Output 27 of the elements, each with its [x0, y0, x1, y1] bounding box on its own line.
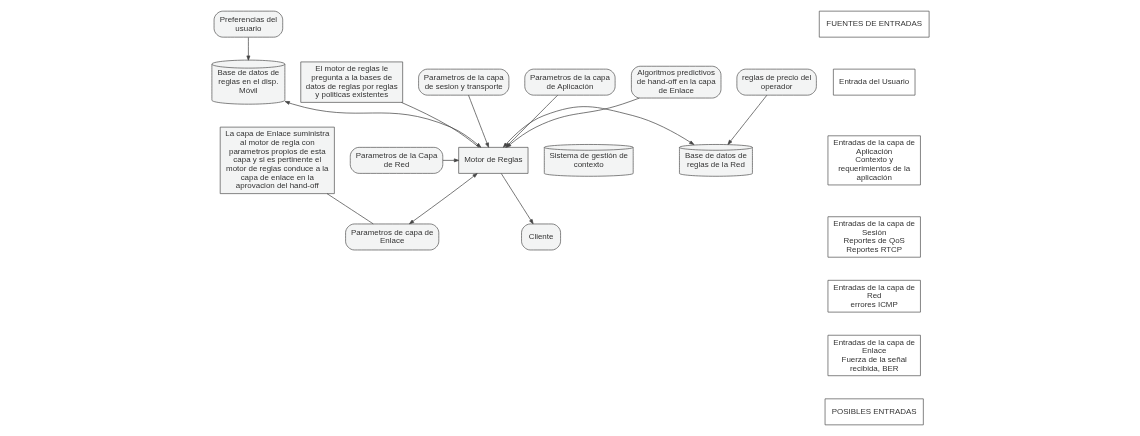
node-box: Entrada del Usuario [832, 68, 915, 96]
node-box: reglas de precio del operador [736, 68, 817, 96]
node-box: Entradas de la capa de Aplicación Contexto y requerimientos de la aplicación [827, 135, 921, 186]
arrow [727, 94, 767, 145]
arrow [408, 173, 478, 225]
node-box: Parametros de capa de Enlace [344, 223, 439, 251]
node-box: Algoritmos predictivos de hand-off en la capa de Enlace [630, 65, 721, 99]
node-box: POSIBLES ENTRADAS [824, 398, 924, 426]
node-box: Preferencias del usuario [213, 10, 283, 38]
node-box: FUENTES DE ENTRADAS [818, 10, 929, 38]
arrow [442, 158, 459, 163]
connector [400, 102, 479, 148]
arrow [284, 101, 481, 148]
node-box: Entradas de la capa de Sesión Reportes de QoS Reportes RTCP [827, 216, 921, 258]
arrow [467, 94, 489, 148]
node-box: La capa de Enlace suministra al motor de regla con parametros propios de esta capa y si es pertinente el motor de reglas conduce a la capa de enlace en la aprovacion del hand-off [219, 126, 335, 194]
node-box: Entradas de la capa de Enlace Fuerza de la señal recibida, BER [827, 334, 921, 377]
node-box: Parametros de la capa de sesion y transporte [417, 68, 509, 96]
node-box: Parametros de la Capa de Red [349, 147, 443, 174]
node-box: Motor de Reglas [457, 147, 528, 174]
node-box: Parametros de la capa de Aplicación [523, 68, 615, 96]
node-box: Cliente [520, 223, 561, 251]
node-box: El motor de reglas le pregunta a la bases de datos de reglas por reglas y politicas existentes [299, 61, 403, 103]
connector [326, 193, 374, 225]
arrow [500, 173, 534, 225]
node-box: Entradas de la capa de Red errores ICMP [827, 279, 921, 313]
arrow [246, 37, 250, 61]
